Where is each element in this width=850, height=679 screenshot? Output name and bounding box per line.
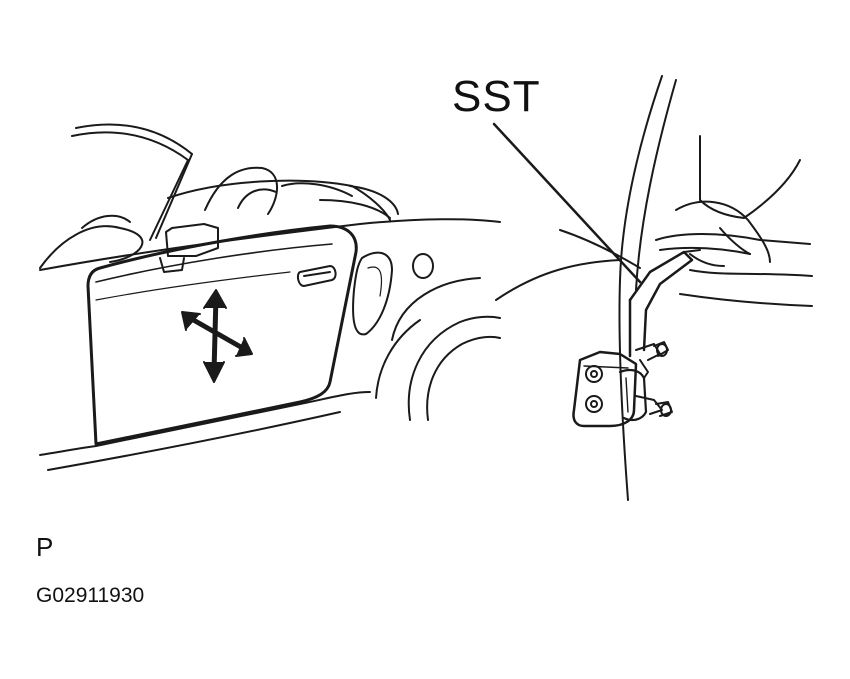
four-way-arrow-icon <box>181 289 253 383</box>
sst-leader-line <box>492 122 642 284</box>
hinge-detail-view <box>495 75 813 501</box>
sst-callout-label: SST <box>452 72 541 121</box>
car-side-view <box>39 123 501 471</box>
view-label: P <box>36 532 54 562</box>
figure-code-label: G02911930 <box>36 584 145 607</box>
